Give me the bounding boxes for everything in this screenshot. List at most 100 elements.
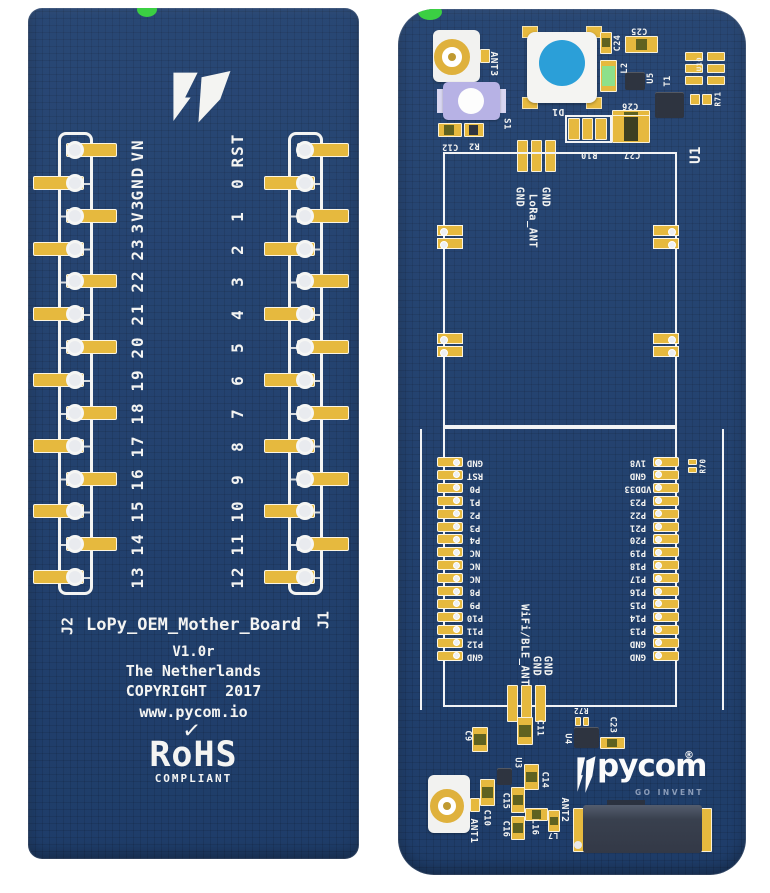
net-label-wifi-gnd2: GND <box>541 655 554 677</box>
pycom-flag-icon <box>173 71 231 123</box>
pin-label: 3 <box>228 275 247 288</box>
through-hole <box>66 502 84 521</box>
header-pin: P16 <box>398 586 746 597</box>
header-hole <box>453 535 460 543</box>
ref-label-r70: R70 <box>698 458 708 474</box>
ref-label-c27: C27 <box>623 149 641 160</box>
ref-label-r72: R72 <box>573 705 589 715</box>
net-label-lora-gnd-left: GND <box>513 186 526 208</box>
component-c23-body <box>607 739 617 747</box>
component-r10-body <box>582 118 593 140</box>
pin-row: 5 <box>28 338 359 357</box>
fiducial-dot <box>574 841 582 849</box>
header-pad <box>653 482 679 493</box>
u10-pad <box>707 64 725 73</box>
pin-row: 8 <box>28 436 359 455</box>
through-hole <box>296 141 314 159</box>
header-pin: P1 <box>398 495 746 506</box>
header-pad <box>437 547 463 558</box>
through-hole <box>296 469 314 488</box>
ref-label-ant3: ANT3 <box>487 51 499 77</box>
pycom-brand-text: pycom <box>597 748 707 784</box>
chip-u4 <box>574 727 599 748</box>
pin-row: 14 <box>28 533 359 556</box>
pycom-tagline: GO INVENT <box>635 788 705 797</box>
chip-u3 <box>497 768 512 785</box>
ref-label-l16: L16 <box>529 818 540 836</box>
net-label-lora-ant: LoRa_ANT <box>526 193 539 249</box>
ant1-center-pin <box>443 802 451 810</box>
module-header-right: 1V8 GND VDD33 P23 P22 P21 <box>398 9 746 875</box>
header-pad <box>653 508 679 519</box>
header-hole <box>453 458 460 466</box>
header-pin: P17 <box>398 573 746 584</box>
header-pad <box>653 573 679 584</box>
ref-label-c12: C12 <box>441 141 459 152</box>
header-hole <box>655 497 662 505</box>
header-hole <box>453 626 460 634</box>
component-c12-body <box>444 125 454 135</box>
j1-pin-column: RST 0 1 2 3 4 <box>28 8 359 859</box>
smd-connector-body <box>583 805 702 853</box>
through-hole <box>66 206 84 225</box>
rohs-logo: RoHS <box>149 735 238 775</box>
board-website: www.pycom.io <box>139 703 248 721</box>
through-hole <box>296 338 314 357</box>
through-hole <box>296 173 314 192</box>
ref-label-c9: C9 <box>462 730 473 742</box>
header-hole <box>453 600 460 608</box>
header-pad <box>437 598 463 609</box>
header-hole <box>655 510 662 518</box>
through-hole <box>296 568 314 587</box>
through-hole <box>66 338 84 357</box>
ref-label-u1: U1 <box>688 146 704 164</box>
header-pin: P3 <box>398 521 746 532</box>
pin-row: 20 <box>28 335 359 359</box>
through-hole <box>296 272 314 291</box>
header-hole <box>453 471 460 479</box>
through-hole <box>66 239 84 258</box>
through-hole <box>296 206 314 225</box>
ref-label-r71: R71 <box>713 91 723 107</box>
rohs-compliant-label: COMPLIANT <box>154 772 233 785</box>
header-pin: GND <box>398 650 746 661</box>
header-pin: P4 <box>398 534 746 545</box>
header-pin: P14 <box>398 611 746 623</box>
header-pin: P13 <box>398 624 746 635</box>
through-hole <box>66 173 84 192</box>
through-hole <box>66 305 84 324</box>
header-hole <box>655 535 662 543</box>
ref-label-d1: D1 <box>551 105 565 117</box>
header-pad <box>437 482 463 493</box>
net-label-wifi-ble-ant: WiFi/BLE_ANT <box>518 604 531 686</box>
header-pin-label: P21 <box>629 522 647 532</box>
header-pin: NC <box>398 560 746 571</box>
ref-label-r10: R10 <box>580 149 598 160</box>
header-hole <box>453 484 460 492</box>
pin-row: 10 <box>28 500 359 523</box>
wifi-antenna-pad <box>535 685 546 722</box>
pin-row: 0 <box>28 173 359 192</box>
ref-label-t1: T1 <box>662 75 673 87</box>
header-pin: GND <box>398 650 746 661</box>
header-pin: NC <box>398 547 746 558</box>
header-pad <box>437 650 463 661</box>
ref-label-c24: C24 <box>612 34 623 52</box>
mount-pad-pair <box>437 225 463 250</box>
header-pin: P0 <box>398 482 746 493</box>
header-pad <box>437 508 463 519</box>
component-c9-body <box>474 734 486 745</box>
header-pin-label: GND <box>629 638 647 649</box>
component-l7-body <box>550 817 558 825</box>
header-pin: P21 <box>398 521 746 532</box>
header-pad <box>437 534 463 545</box>
header-pad <box>653 650 679 661</box>
header-pin: P10 <box>398 611 746 622</box>
green-solder-blob <box>137 8 157 17</box>
header-hole <box>453 523 460 530</box>
header-pad <box>437 573 463 584</box>
ref-label-u3: U3 <box>512 757 523 769</box>
pin-row: 15 <box>28 500 359 523</box>
pin-row: 16 <box>28 467 359 490</box>
header-pin-label: P14 <box>629 612 647 623</box>
